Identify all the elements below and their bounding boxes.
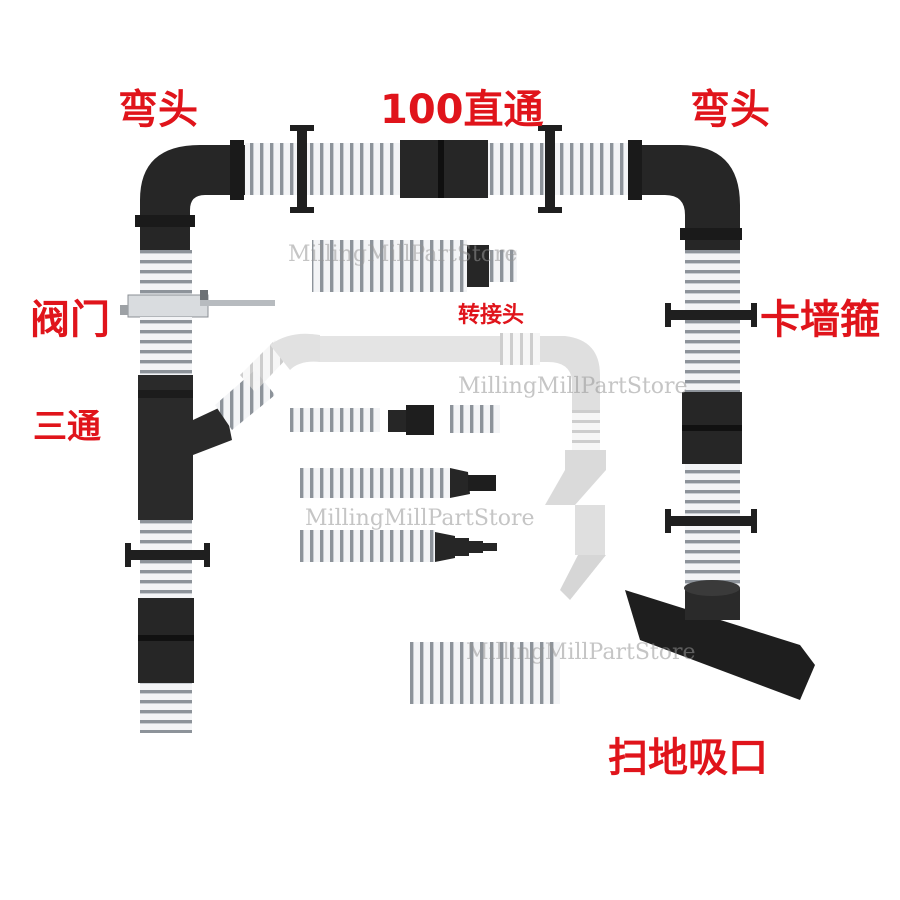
- label-adapter: 转接头: [458, 303, 525, 328]
- label-elbow-right: 弯头: [690, 87, 770, 133]
- left-straight-coupling: [138, 598, 194, 683]
- watermark-3: MillingMillPartStore: [305, 506, 535, 531]
- left-wall-clamp: [125, 543, 210, 567]
- right-straight-coupling: [682, 392, 742, 464]
- adapter-assembly: [312, 240, 517, 292]
- right-hose-bottom: [685, 526, 740, 586]
- top-left-hose: [245, 143, 400, 195]
- watermark-4: MillingMillPartStore: [466, 640, 696, 665]
- label-elbow-left: 弯头: [118, 87, 198, 133]
- floor-sweep-nozzle: [625, 580, 815, 700]
- label-tee: 三通: [33, 407, 101, 447]
- left-elbow: [135, 140, 245, 250]
- right-elbow: [628, 140, 742, 250]
- top-right-wall-clamp: [538, 125, 562, 213]
- label-floor-sweep: 扫地吸口: [608, 735, 768, 781]
- gray-duct-preview: [240, 333, 606, 600]
- top-left-wall-clamp: [290, 125, 314, 213]
- label-valve: 阀门: [30, 297, 110, 343]
- small-adapter-parts: [290, 405, 500, 435]
- label-straight-100: 100直通: [380, 87, 544, 133]
- left-hose-mid: [140, 317, 192, 375]
- right-hose-mid: [685, 320, 740, 392]
- blast-gate: [120, 290, 275, 318]
- watermark-1: MillingMillPartStore: [288, 242, 518, 267]
- watermark-2: MillingMillPartStore: [458, 374, 688, 399]
- label-wall-clamp: 卡墙箍: [760, 297, 880, 343]
- loose-hose: [410, 642, 560, 704]
- reducer-hose-1: [300, 468, 496, 498]
- right-wall-clamp-upper: [665, 303, 757, 327]
- top-right-hose: [488, 143, 628, 195]
- right-hose-lower: [685, 464, 740, 516]
- left-hose-lower: [140, 520, 192, 550]
- right-hose-upper: [685, 250, 740, 310]
- tee-fitting: [138, 375, 232, 520]
- left-hose-end: [140, 683, 192, 733]
- straight-coupling: [400, 140, 488, 198]
- left-hose-upper: [140, 250, 192, 295]
- right-wall-clamp-lower: [665, 509, 757, 533]
- left-hose-bottom: [140, 560, 192, 598]
- reducer-hose-2: [300, 530, 497, 562]
